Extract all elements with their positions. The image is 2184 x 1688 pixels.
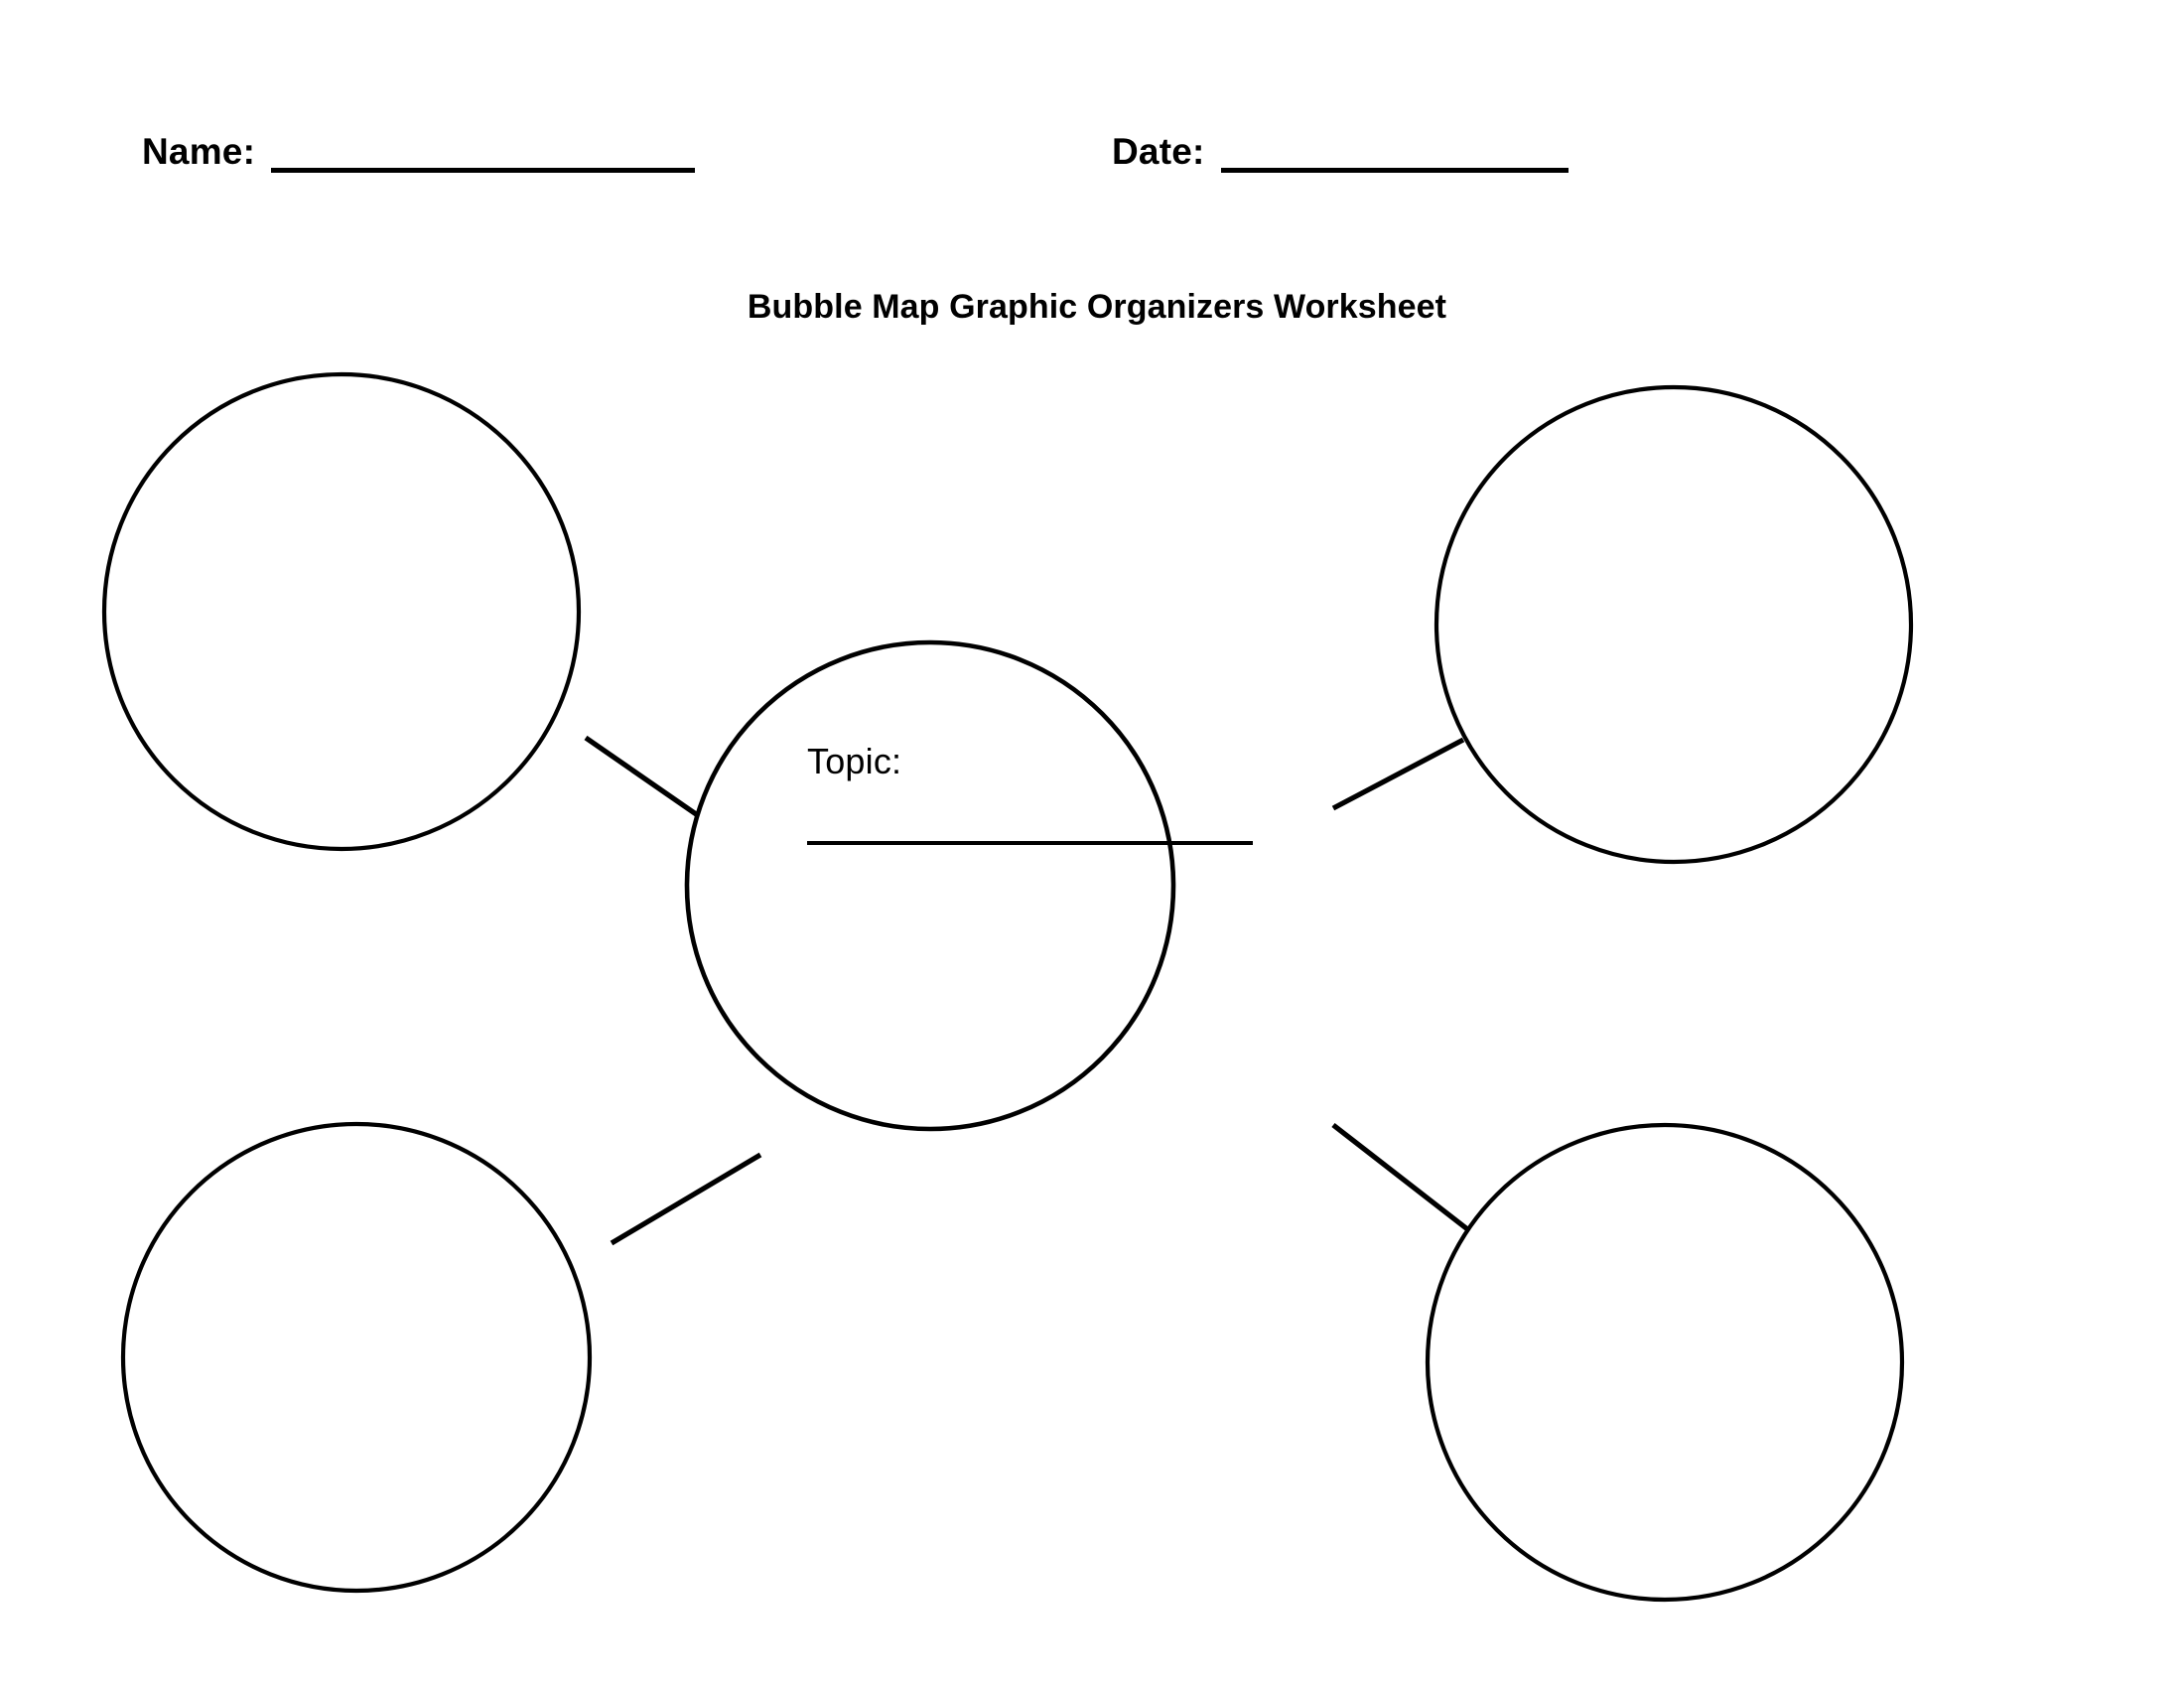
connector-center-to-bottom-right: [1331, 1122, 1486, 1245]
bubble-bottom-right[interactable]: [1425, 1122, 1905, 1603]
date-field[interactable]: Date:: [1112, 133, 1569, 173]
date-input-line[interactable]: [1220, 168, 1569, 173]
topic-input-line[interactable]: [807, 840, 1253, 845]
page-title: Bubble Map Graphic Organizers Worksheet: [747, 288, 1447, 326]
bubble-top-left[interactable]: [101, 371, 582, 852]
connector-center-to-top-right: [1331, 737, 1465, 811]
date-label: Date:: [1112, 131, 1205, 172]
connector-center-to-bottom-left: [610, 1152, 762, 1246]
name-field[interactable]: Name:: [142, 131, 696, 173]
name-label: Name:: [142, 131, 256, 172]
bubble-center-topic[interactable]: [684, 639, 1176, 1132]
bubble-top-right[interactable]: [1433, 384, 1914, 865]
bubble-bottom-left[interactable]: [120, 1121, 593, 1594]
topic-label: Topic:: [807, 741, 902, 781]
name-input-line[interactable]: [271, 168, 696, 173]
topic-block: Topic:: [807, 743, 1264, 845]
